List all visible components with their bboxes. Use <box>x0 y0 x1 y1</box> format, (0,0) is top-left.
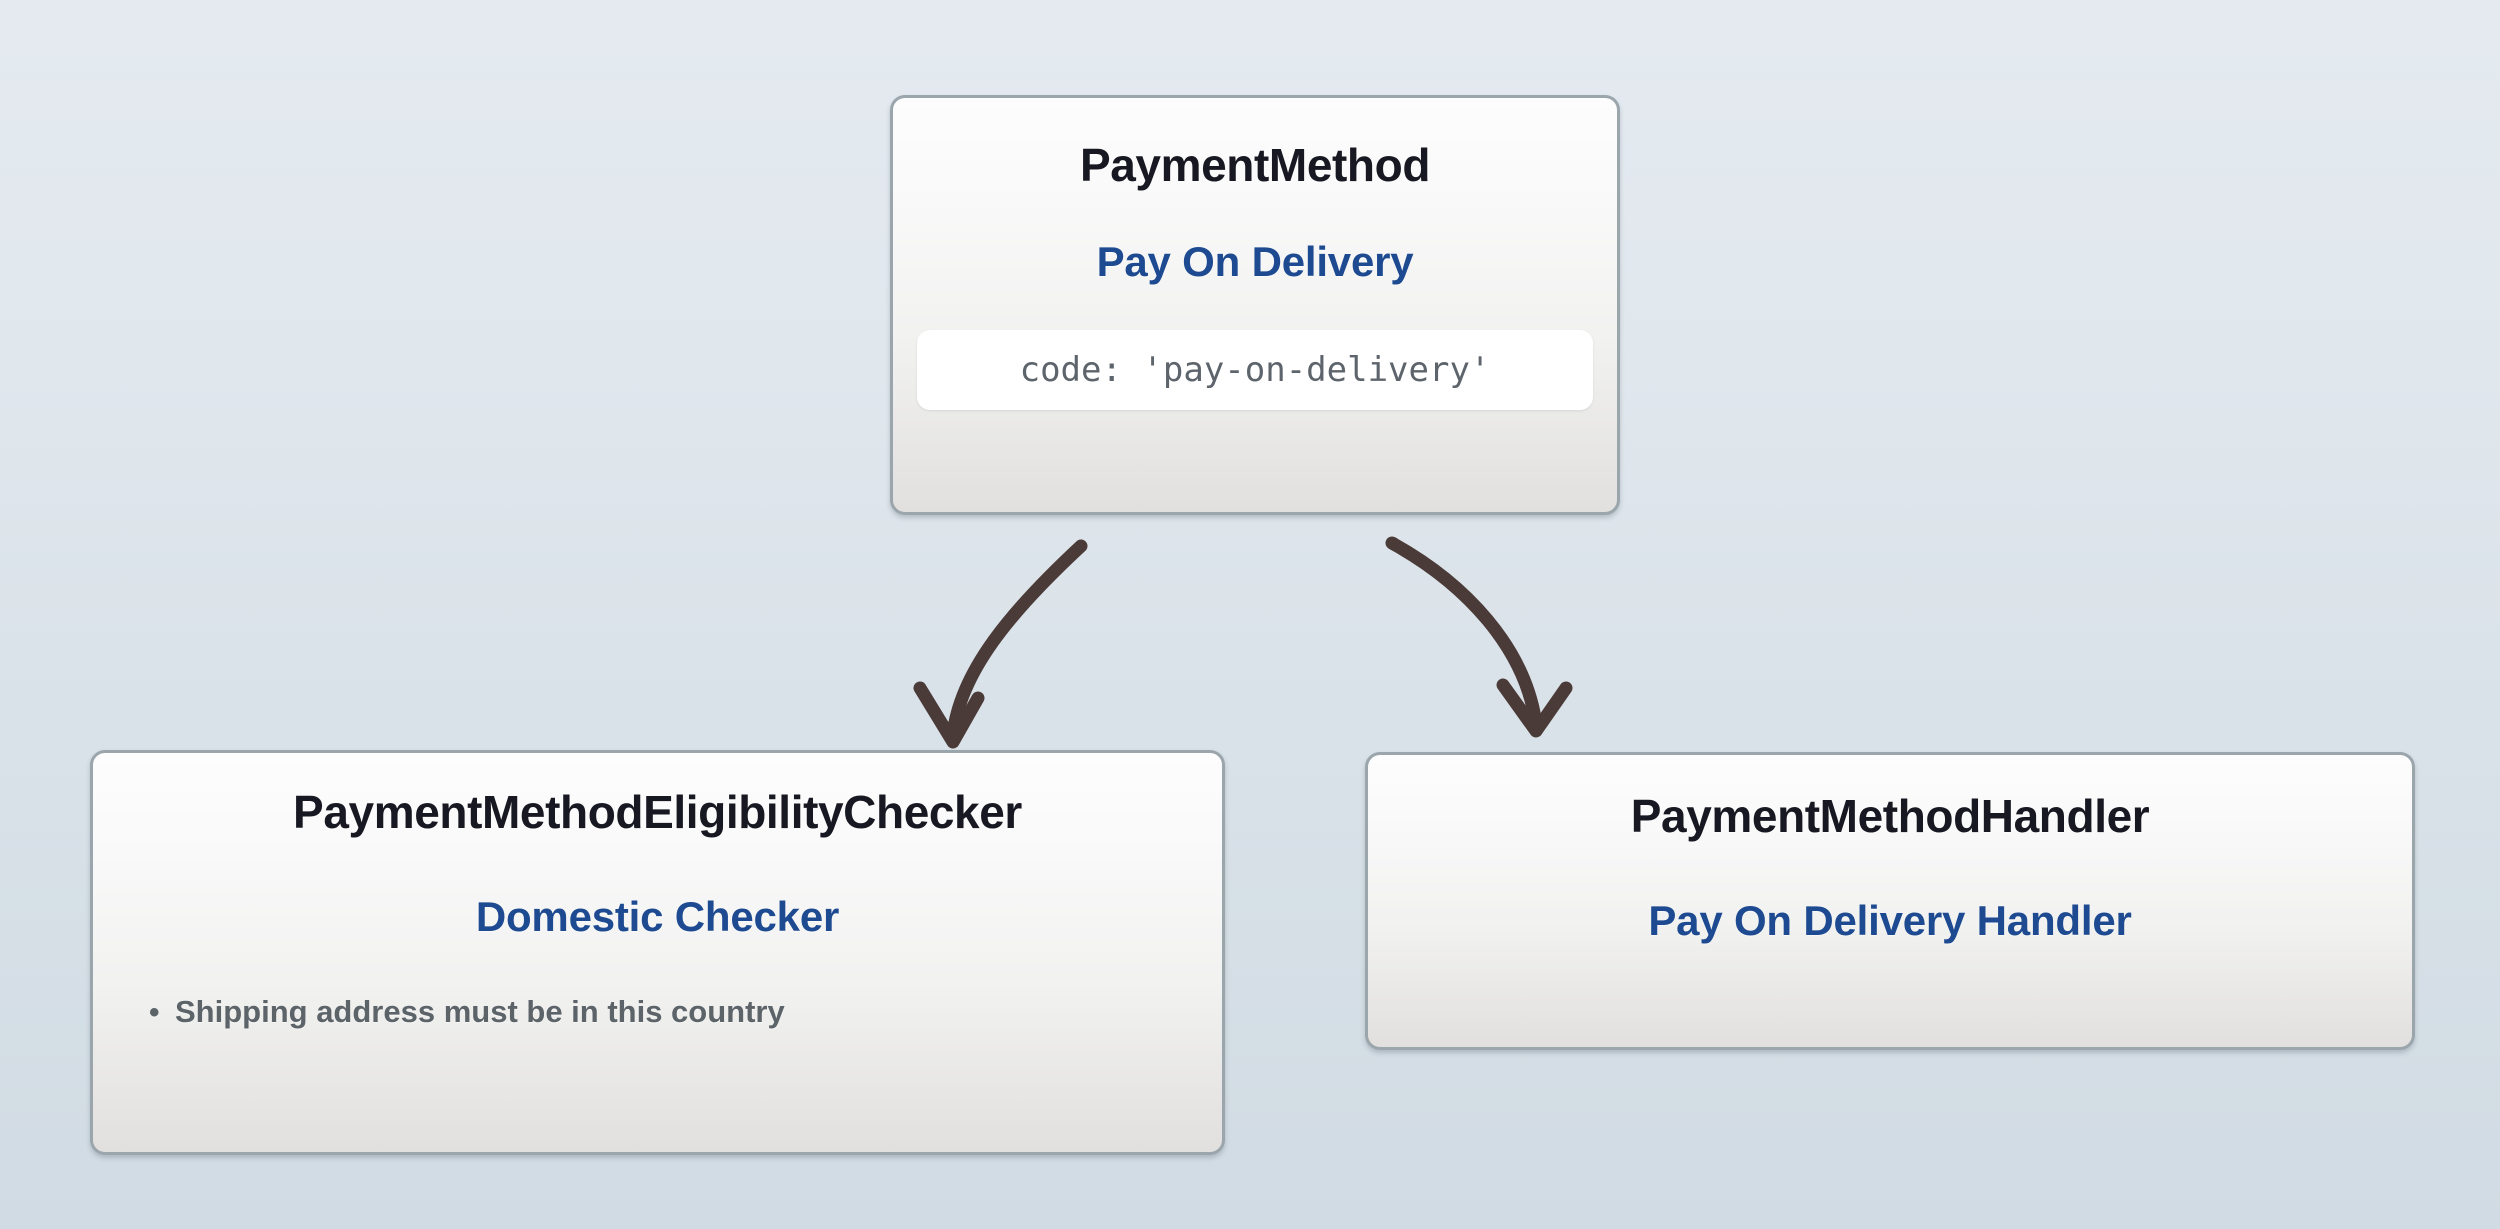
node-payment-method-title: PaymentMethod <box>1079 139 1431 191</box>
node-payment-method-code-badge: code: 'pay-on-delivery' <box>917 330 1593 410</box>
eligibility-criteria-text: Shipping address must be in this country <box>175 994 785 1029</box>
list-item: • Shipping address must be in this count… <box>149 993 1194 1031</box>
arrow-to-payment-handler <box>1385 536 1573 738</box>
node-eligibility-checker-subtitle: Domestic Checker <box>475 893 840 940</box>
bullet-icon: • <box>149 996 160 1029</box>
node-payment-method-eligibility-checker[interactable]: PaymentMethodEligibilityChecker Domestic… <box>90 750 1225 1155</box>
node-payment-method-subtitle: Pay On Delivery <box>1096 238 1414 285</box>
node-payment-method-handler[interactable]: PaymentMethodHandler Pay On Delivery Han… <box>1365 752 2415 1050</box>
arrow-to-eligibility-checker <box>913 539 1088 749</box>
eligibility-criteria-list: • Shipping address must be in this count… <box>121 993 1194 1031</box>
node-payment-handler-title: PaymentMethodHandler <box>1630 790 2150 842</box>
node-payment-handler-subtitle: Pay On Delivery Handler <box>1648 897 2132 944</box>
node-eligibility-checker-title: PaymentMethodEligibilityChecker <box>293 786 1022 838</box>
node-payment-method[interactable]: PaymentMethod Pay On Delivery code: 'pay… <box>890 95 1620 515</box>
